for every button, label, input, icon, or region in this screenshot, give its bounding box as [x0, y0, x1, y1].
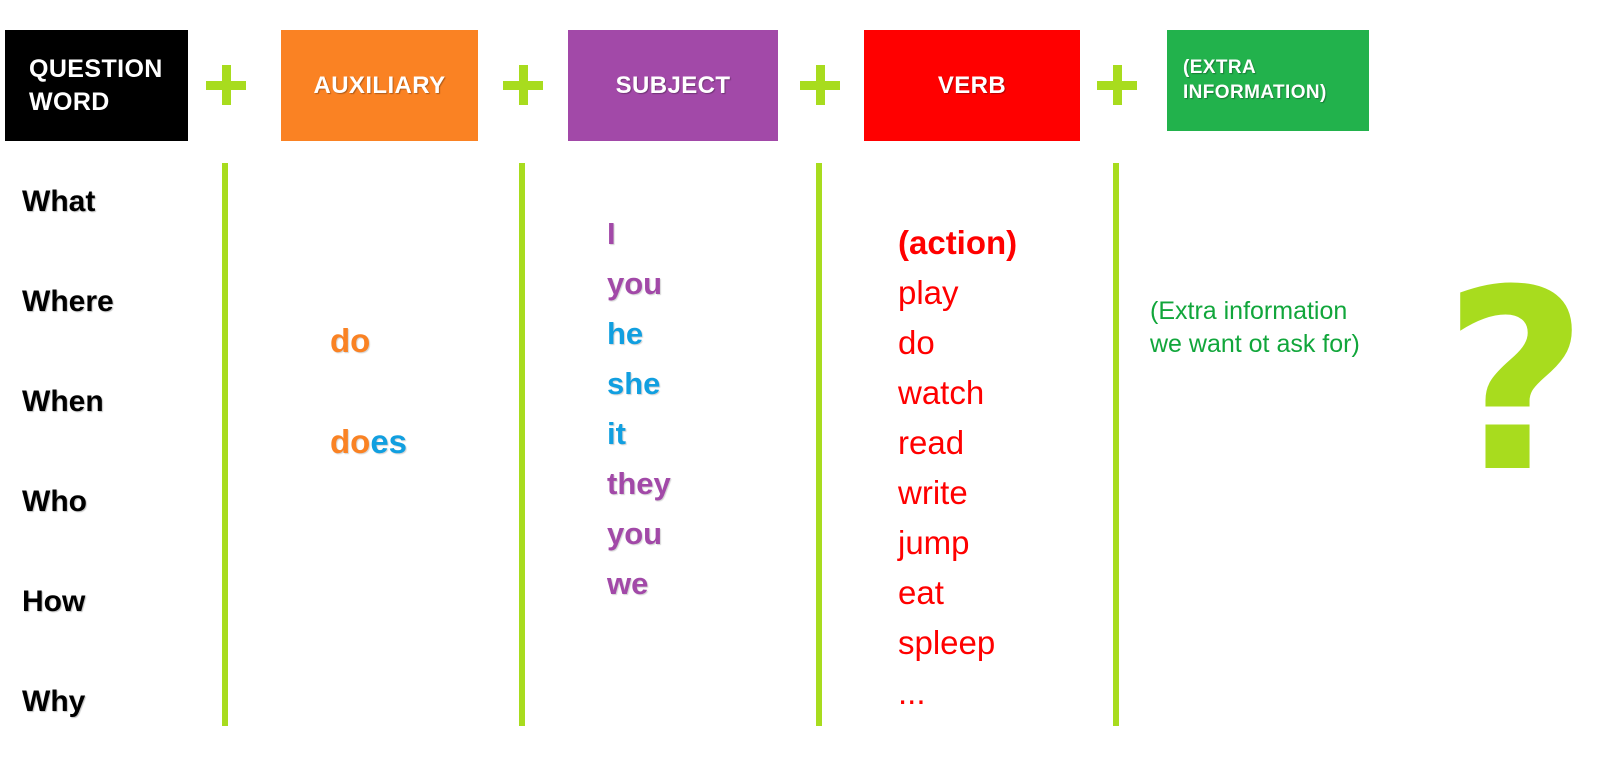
auxiliary-item-do: do [330, 322, 510, 360]
verb-item: watch [898, 374, 985, 411]
subject-item: we [607, 566, 649, 601]
question-word-item: When [22, 385, 104, 418]
header-label-question-word: QUESTION WORD [29, 55, 163, 116]
header-box-auxiliary: AUXILIARY [281, 30, 478, 141]
column-divider-3 [816, 163, 822, 726]
header-box-question-word: QUESTION WORD [5, 30, 188, 141]
plus-icon-4 [1097, 65, 1137, 105]
verb-item: write [898, 474, 968, 511]
column-divider-1 [222, 163, 228, 726]
column-auxiliaries: do does [330, 322, 510, 524]
auxiliary-stem: do [330, 322, 371, 359]
verb-item: read [898, 424, 965, 461]
header-label-subject: SUBJECT [615, 71, 731, 99]
extra-information-line-1: (Extra information [1150, 297, 1348, 325]
verb-item: do [898, 324, 935, 361]
extra-information-text: (Extra information we want ot ask for) [1150, 295, 1420, 361]
subject-item: I [607, 216, 616, 251]
header-box-verb: VERB [864, 30, 1080, 141]
verb-item-ellipsis: ... [898, 674, 926, 711]
auxiliary-stem: do [330, 423, 371, 460]
header-label-extra-information: (EXTRA INFORMATION) [1183, 56, 1327, 103]
subject-item: you [607, 516, 663, 551]
plus-icon-2 [503, 65, 543, 105]
column-divider-2 [519, 163, 525, 726]
subject-item: it [607, 416, 626, 451]
question-mark-icon: ? [1443, 236, 1589, 527]
header-box-extra-information: (EXTRA INFORMATION) [1167, 30, 1369, 131]
header-box-subject: SUBJECT [568, 30, 778, 141]
extra-information-line-2: we want ot ask for) [1150, 330, 1360, 358]
subject-item: they [607, 466, 671, 501]
verb-item-action: (action) [898, 224, 1018, 261]
subject-item: you [607, 266, 663, 301]
column-subjects: I you he she it they you we [607, 218, 797, 618]
question-word-item: How [22, 585, 86, 618]
auxiliary-item-does: does [330, 423, 510, 461]
verb-item: spleep [898, 624, 996, 661]
question-word-item: Why [22, 685, 86, 718]
verb-item: play [898, 274, 959, 311]
question-word-item: Who [22, 485, 87, 518]
header-label-verb: VERB [937, 71, 1007, 99]
question-word-item: Where [22, 285, 114, 318]
question-word-item: What [22, 185, 96, 218]
column-question-words: What Where When Who How Why [22, 152, 212, 752]
verb-item: jump [898, 524, 970, 561]
subject-item: he [607, 316, 644, 351]
verb-item: eat [898, 574, 944, 611]
plus-icon-1 [206, 65, 246, 105]
auxiliary-suffix: es [370, 423, 408, 460]
header-label-auxiliary: AUXILIARY [313, 71, 446, 99]
subject-item: she [607, 366, 661, 401]
plus-icon-3 [800, 65, 840, 105]
column-divider-4 [1113, 163, 1119, 726]
column-verbs: (action) play do watch read write jump e… [898, 226, 1098, 726]
